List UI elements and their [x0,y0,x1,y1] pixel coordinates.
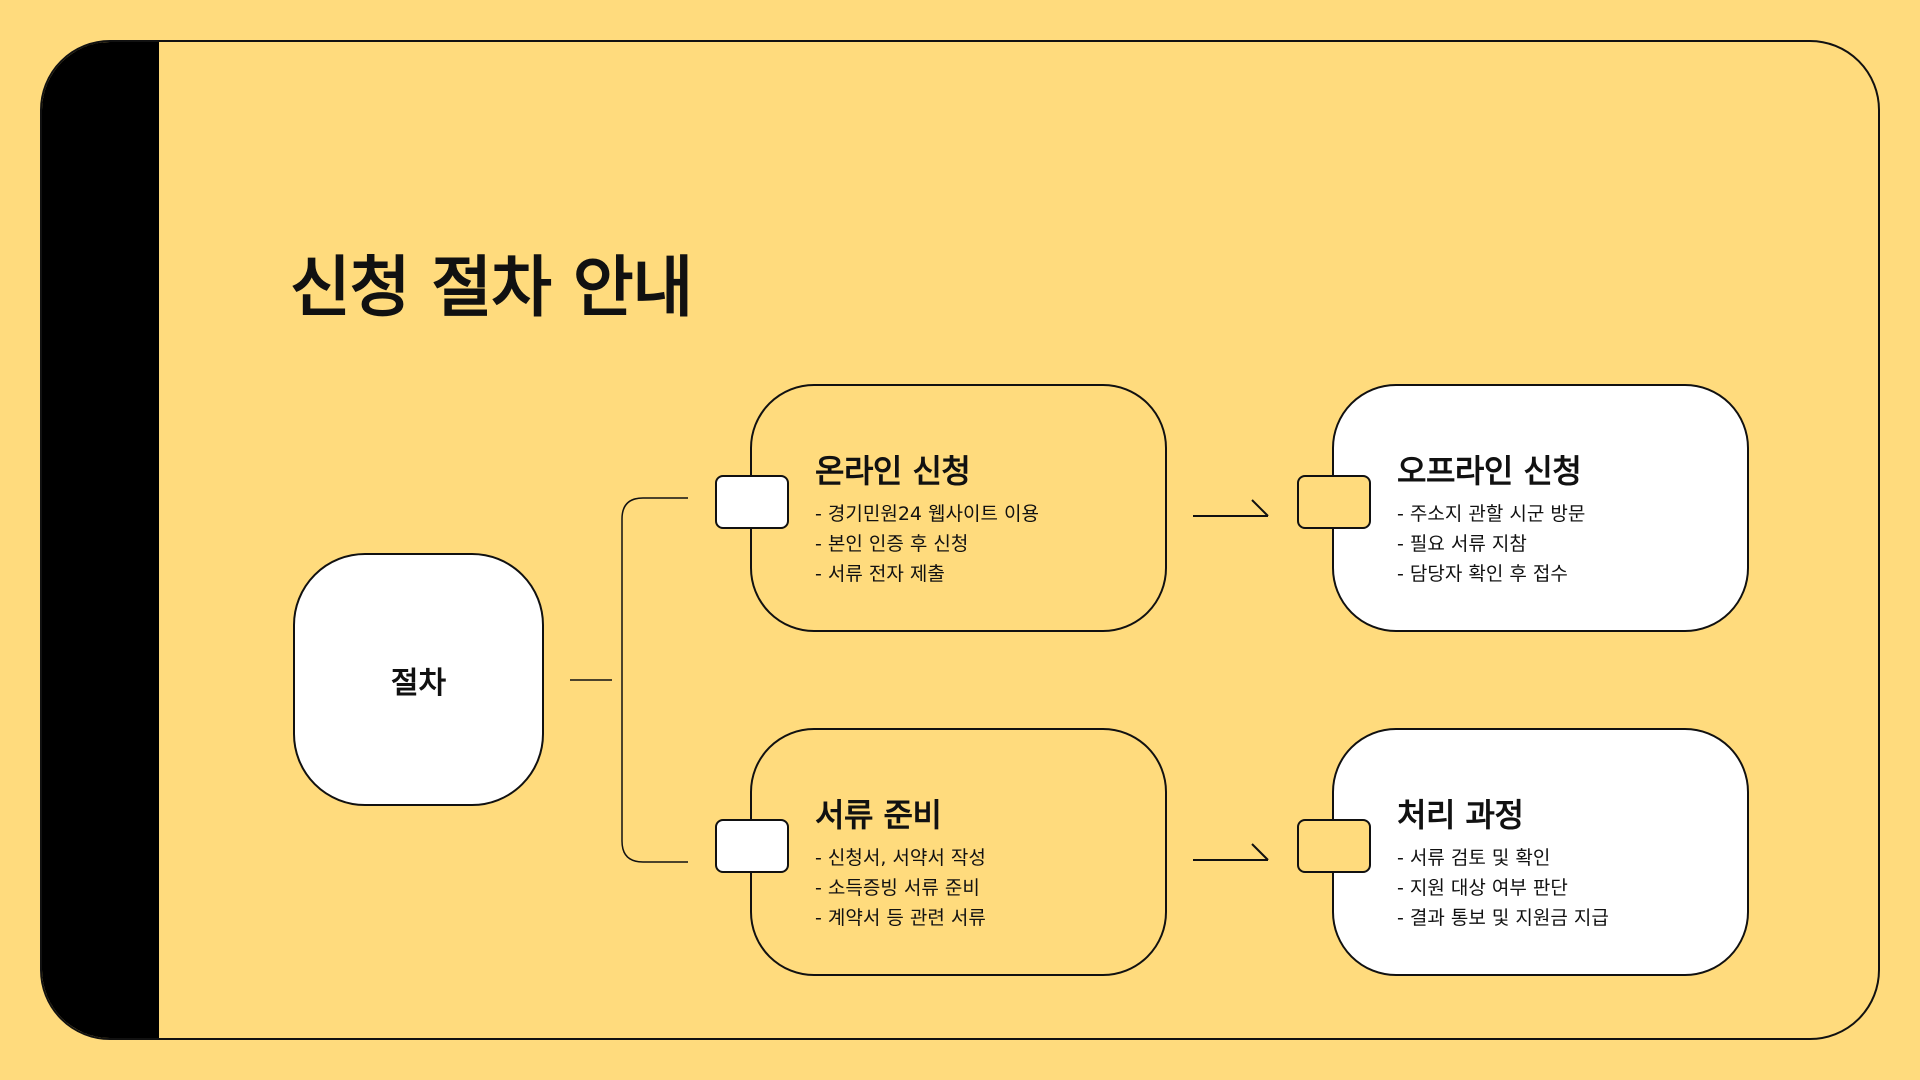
root-label: 절차 [390,665,447,701]
step-details: - 주소지 관할 시군 방문 - 필요 서류 지참 - 담당자 확인 후 접수 [1397,499,1585,589]
list-item: - 계약서 등 관련 서류 [815,907,986,929]
list-item: - 소득증빙 서류 준비 [815,877,980,899]
tag-icon [715,475,789,529]
step-title: 오프라인 신청 [1397,452,1582,490]
list-item: - 주소지 관할 시군 방문 [1397,503,1586,525]
list-item: - 지원 대상 여부 판단 [1397,877,1568,899]
step-details: - 신청서, 서약서 작성 - 소득증빙 서류 준비 - 계약서 등 관련 서류 [815,843,986,933]
step-document-preparation: 서류 준비 - 신청서, 서약서 작성 - 소득증빙 서류 준비 - 계약서 등… [750,728,1167,976]
list-item: - 경기민원24 웹사이트 이용 [815,503,1039,525]
step-details: - 서류 검토 및 확인 - 지원 대상 여부 판단 - 결과 통보 및 지원금… [1397,843,1609,933]
list-item: - 서류 전자 제출 [815,563,945,585]
list-item: - 결과 통보 및 지원금 지급 [1397,907,1609,929]
tag-icon [715,819,789,873]
root-node: 절차 [293,553,544,806]
step-title: 온라인 신청 [815,452,971,490]
step-title: 처리 과정 [1397,796,1524,834]
step-online-application: 온라인 신청 - 경기민원24 웹사이트 이용 - 본인 인증 후 신청 - 서… [750,384,1167,632]
list-item: - 담당자 확인 후 접수 [1397,563,1568,585]
tag-icon [1297,475,1371,529]
step-processing: 처리 과정 - 서류 검토 및 확인 - 지원 대상 여부 판단 - 결과 통보… [1332,728,1749,976]
step-title: 서류 준비 [815,796,942,834]
page-title: 신청 절차 안내 [290,249,693,326]
left-accent-bar [42,42,159,1038]
list-item: - 서류 검토 및 확인 [1397,847,1551,869]
step-details: - 경기민원24 웹사이트 이용 - 본인 인증 후 신청 - 서류 전자 제출 [815,499,1039,589]
step-offline-application: 오프라인 신청 - 주소지 관할 시군 방문 - 필요 서류 지참 - 담당자 … [1332,384,1749,632]
tag-icon [1297,819,1371,873]
list-item: - 필요 서류 지참 [1397,533,1527,555]
list-item: - 본인 인증 후 신청 [815,533,969,555]
list-item: - 신청서, 서약서 작성 [815,847,986,869]
